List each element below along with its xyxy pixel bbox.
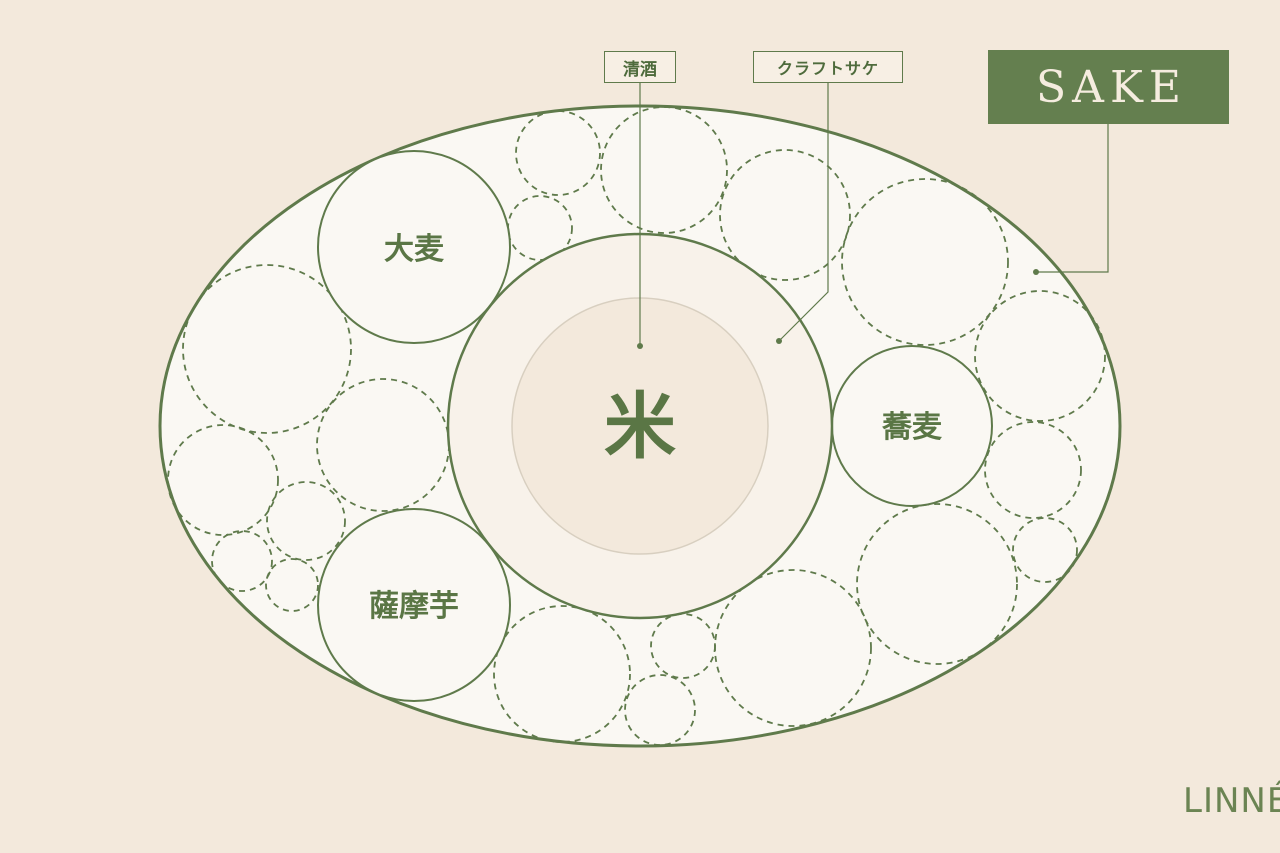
dashed-circle bbox=[211, 530, 273, 592]
barley-circle bbox=[317, 150, 511, 344]
dashed-circle bbox=[841, 178, 1009, 346]
dashed-circle bbox=[600, 106, 728, 234]
dashed-circle bbox=[493, 605, 631, 743]
dashed-circle bbox=[266, 481, 346, 561]
dashed-circle bbox=[624, 674, 696, 746]
dashed-circle bbox=[182, 264, 352, 434]
other-ingredients-group bbox=[167, 106, 1106, 746]
barley-label: 大麦 bbox=[384, 232, 444, 267]
dashed-circle bbox=[856, 503, 1018, 665]
sake-dot bbox=[1033, 269, 1039, 275]
sweet-potato-circle bbox=[317, 508, 511, 702]
leader-dots bbox=[637, 269, 1039, 349]
dashed-circle bbox=[984, 421, 1082, 519]
dashed-circle bbox=[1012, 517, 1078, 583]
craft-sake-dot bbox=[776, 338, 782, 344]
craft-sake-leader bbox=[778, 83, 829, 342]
leader-lines bbox=[639, 83, 1109, 346]
dashed-circle bbox=[515, 110, 601, 196]
sake-title: SAKE bbox=[988, 50, 1229, 124]
dashed-circle bbox=[167, 424, 279, 536]
soba-label: 蕎麦 bbox=[882, 410, 942, 445]
seishu-tag: 清酒 bbox=[604, 51, 676, 83]
brand-logo: LINNÉ bbox=[1183, 781, 1280, 821]
sake-leader bbox=[1036, 124, 1109, 273]
rice-label: 米 bbox=[603, 384, 677, 469]
dashed-circle bbox=[719, 149, 851, 281]
craft-sake-tag: クラフトサケ bbox=[753, 51, 903, 83]
dashed-circle bbox=[974, 290, 1106, 422]
seishu-dot bbox=[637, 343, 643, 349]
dashed-circle bbox=[650, 613, 716, 679]
sweet-potato-label: 薩摩芋 bbox=[369, 589, 459, 624]
dashed-circle bbox=[265, 558, 319, 612]
